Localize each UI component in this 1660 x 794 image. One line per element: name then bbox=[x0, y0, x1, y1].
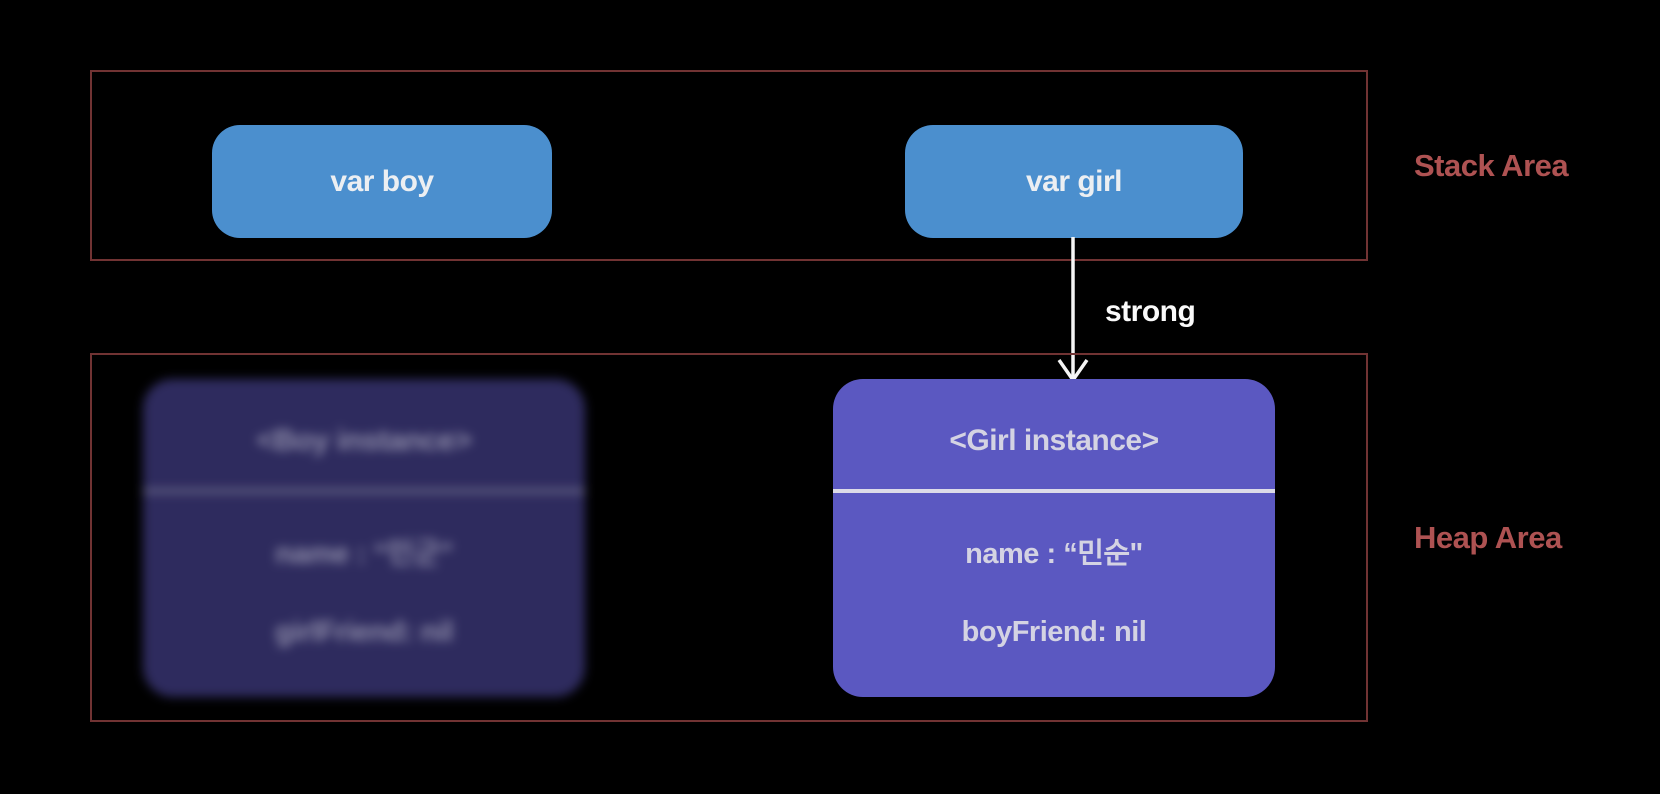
boy-instance-title: <Boy instance> bbox=[256, 424, 472, 457]
heap-area-label: Heap Area bbox=[1414, 353, 1644, 722]
strong-reference-label: strong bbox=[1105, 295, 1196, 328]
girl-instance-title: <Girl instance> bbox=[949, 424, 1159, 457]
stack-area-label-text: Stack Area bbox=[1414, 147, 1569, 183]
girl-instance-field-boyfriend: boyFriend: nil bbox=[961, 616, 1147, 648]
girl-instance-field-name: name : “민순" bbox=[965, 538, 1143, 570]
var-boy-box: var boy bbox=[212, 125, 552, 238]
var-girl-label: var girl bbox=[1025, 164, 1123, 198]
girl-instance-box: <Girl instance> name : “민순" boyFriend: n… bbox=[833, 379, 1275, 697]
heap-area-box bbox=[90, 353, 1368, 722]
var-girl-box: var girl bbox=[905, 125, 1243, 238]
boy-instance-fields: name : “민군" girlFriend: nil bbox=[143, 493, 585, 651]
stack-area-box bbox=[90, 70, 1368, 261]
boy-instance-field-name: name : “민군" bbox=[275, 538, 453, 570]
stack-area-label: Stack Area bbox=[1414, 70, 1644, 261]
heap-area-label-text: Heap Area bbox=[1414, 519, 1562, 555]
boy-instance-field-girlfriend: girlFriend: nil bbox=[275, 616, 453, 648]
boy-instance-divider bbox=[143, 489, 585, 493]
girl-instance-fields: name : “민순" boyFriend: nil bbox=[833, 493, 1275, 651]
var-boy-label: var boy bbox=[330, 164, 434, 198]
girl-instance-divider bbox=[833, 489, 1275, 493]
boy-instance-box: <Boy instance> name : “민군" girlFriend: n… bbox=[143, 379, 585, 697]
